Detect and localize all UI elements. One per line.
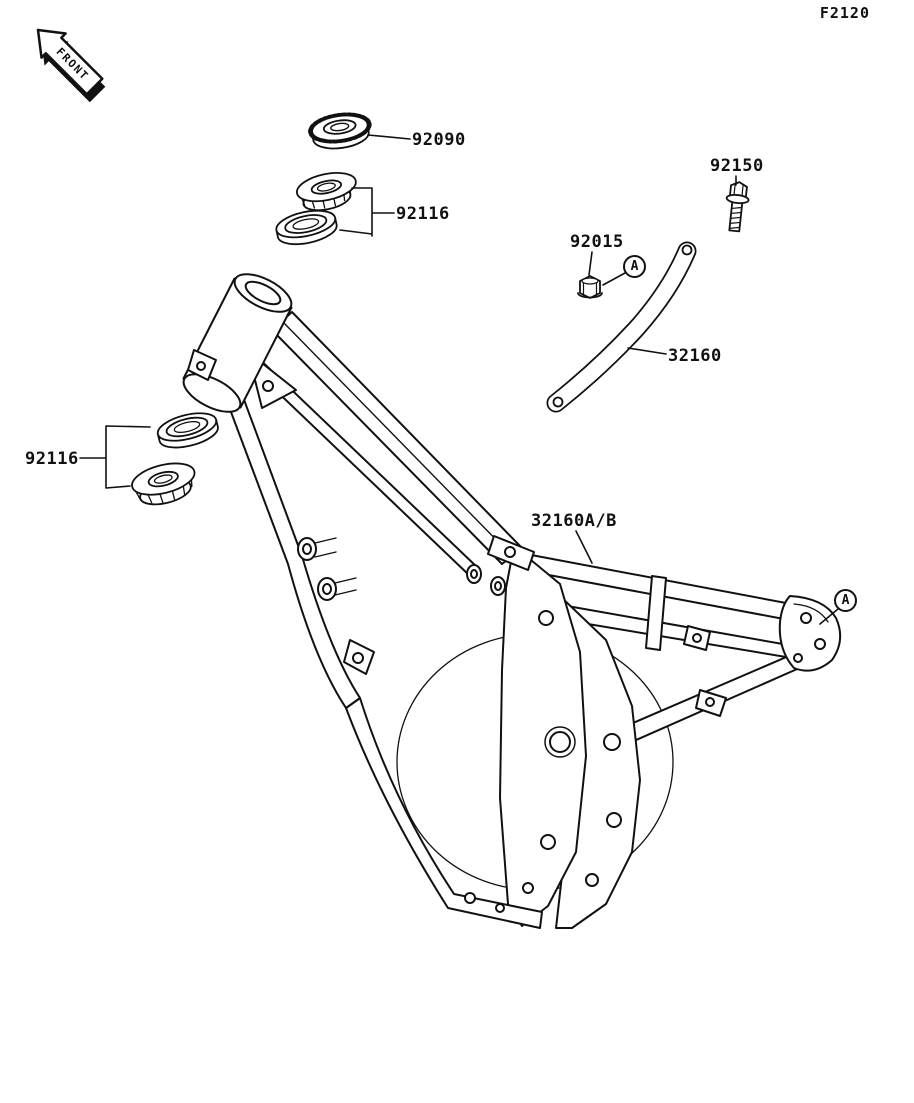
flange-bolt (725, 181, 750, 233)
leader-lines (79, 134, 839, 625)
frame-brace (546, 241, 697, 413)
part-label-92150: 92150 (710, 156, 764, 176)
part-label-32160ab: 32160A/B (531, 511, 617, 531)
upper-seal-ring (275, 209, 338, 246)
part-label-92116-lower: 92116 (25, 449, 79, 469)
lower-seal-ring (156, 412, 219, 449)
part-label-92015: 92015 (570, 232, 624, 252)
down-tube (215, 361, 375, 709)
front-arrow: FRONT (36, 28, 106, 103)
part-label-32160: 32160 (668, 346, 722, 366)
part-label-92116-upper: 92116 (396, 204, 450, 224)
head-tube (182, 273, 293, 413)
figure-code: F2120 (819, 4, 870, 22)
callout-a-upper: A (623, 255, 646, 278)
rear-mounting-plates (778, 595, 842, 672)
swingarm-pivot-plates (499, 545, 641, 929)
frame-cradle (345, 697, 543, 929)
steering-stem-cap (308, 112, 372, 150)
flange-nut (577, 275, 603, 299)
part-label-92090: 92090 (412, 130, 466, 150)
upper-bearing (296, 172, 357, 212)
lower-bearing (131, 462, 196, 506)
cross-tube-ends (297, 537, 506, 601)
callout-a-right: A (834, 589, 857, 612)
